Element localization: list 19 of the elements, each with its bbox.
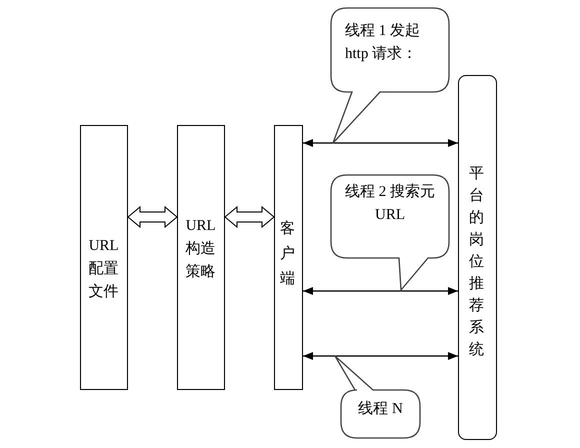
box-label: 客户端	[280, 219, 296, 289]
process-box	[274, 125, 303, 390]
arrow	[303, 139, 458, 147]
box-label: URL构造策略	[184, 216, 217, 282]
callout-text: 线程 2 搜索元URL	[344, 182, 436, 225]
process-box	[177, 125, 225, 390]
callout-text: 线程 1 发起http 请求：	[345, 22, 421, 64]
system-box	[458, 75, 497, 440]
box-label: URL配置文件	[88, 236, 120, 302]
arrow	[303, 352, 458, 360]
speech-bubble	[331, 8, 449, 143]
arrow	[303, 287, 458, 295]
double-arrow	[127, 206, 178, 228]
callout-text: 线程 N	[357, 400, 404, 419]
double-arrow	[224, 206, 275, 228]
process-box	[80, 125, 128, 390]
speech-bubble	[331, 175, 449, 290]
box-label: 平台的岗位推荐系统	[468, 164, 485, 360]
speech-bubble	[335, 356, 420, 438]
